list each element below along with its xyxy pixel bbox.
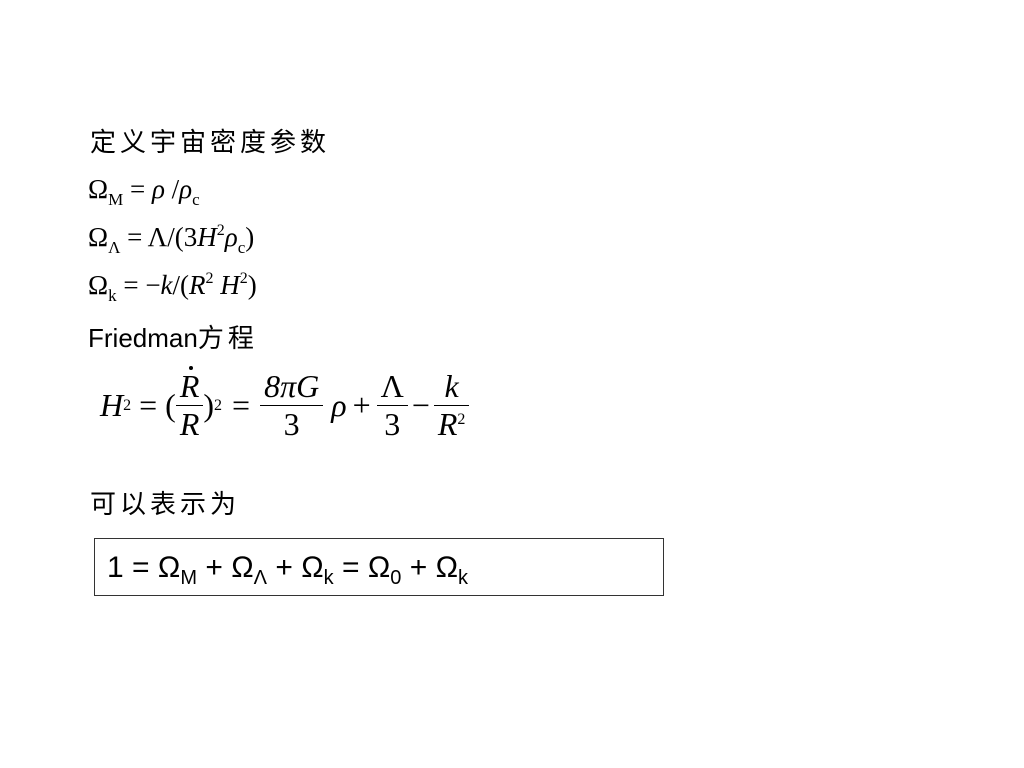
denominator-3: 3 (283, 406, 300, 442)
friedman-label: Friedman方程 (88, 318, 258, 355)
plus-sign: + (267, 551, 302, 584)
omega-symbol: Ω (367, 551, 391, 584)
exponent-2: 2 (214, 396, 223, 414)
density-sum-box: 1 = ΩM + ΩΛ + Ωk = Ω0 + Ωk (94, 538, 664, 596)
equals-sign: = (123, 270, 139, 300)
equals-sign: = (139, 387, 158, 423)
plus-sign: + (352, 387, 371, 423)
open-term: /(3 (167, 222, 198, 252)
slash: / (171, 174, 180, 204)
omega-m-equation: ΩM = ρ /ρc (88, 174, 200, 210)
equals-sign: = (123, 551, 158, 584)
close-paren: ) (247, 270, 257, 300)
rho-symbol: ρ (224, 222, 238, 252)
rho-symbol: ρ (151, 174, 165, 204)
numerator-8pig: 8πG (260, 368, 324, 406)
exponent-2: 2 (216, 222, 225, 239)
subscript-k: k (458, 567, 469, 589)
equals-sign: = (232, 387, 251, 423)
hubble-h: H (220, 270, 240, 300)
plus-sign: + (197, 551, 232, 584)
right-paren: ) (203, 387, 215, 423)
matter-fraction: 8πG 3 (260, 368, 324, 443)
friedman-label-latin: Friedman (88, 323, 198, 353)
numerator-k: k (433, 368, 470, 406)
denominator-r: R (179, 406, 200, 442)
omega-symbol: Ω (157, 551, 181, 584)
omega-symbol: Ω (435, 551, 459, 584)
omega-symbol: Ω (88, 222, 109, 252)
left-paren: ( (165, 387, 176, 423)
equals-sign: = (129, 174, 146, 204)
subscript-m: M (180, 567, 197, 589)
subscript-k: k (323, 567, 334, 589)
numerator-lambda: Λ (376, 368, 408, 406)
minus-sign: − (145, 270, 161, 300)
omega-lambda-equation: ΩΛ = Λ/(3H2ρc) (88, 222, 254, 258)
close-paren: ) (245, 222, 255, 252)
subscript-lambda: Λ (108, 238, 121, 257)
density-heading: 定义宇宙密度参数 (90, 128, 331, 158)
subscript-k: k (108, 286, 117, 305)
curvature-fraction: k R2 (433, 368, 470, 443)
equals-sign: = (333, 551, 368, 584)
rho-symbol: ρ (331, 387, 347, 423)
subscript-m: M (108, 190, 124, 209)
omega-k-equation: Ωk = −k/(R2 H2) (88, 270, 257, 306)
rdot-over-r-fraction: R R (175, 366, 204, 443)
exponent-2: 2 (239, 270, 248, 287)
exponent-2: 2 (457, 411, 466, 428)
omega-symbol: Ω (88, 174, 109, 204)
lambda-fraction: Λ 3 (376, 368, 408, 443)
plus-sign: + (401, 551, 436, 584)
r-dot: R (179, 366, 200, 404)
one: 1 (107, 551, 124, 584)
denominator-3: 3 (384, 406, 401, 442)
subscript-0: 0 (390, 567, 402, 589)
minus-sign: − (411, 387, 430, 423)
omega-symbol: Ω (231, 551, 254, 584)
denominator-r: R (437, 406, 458, 442)
exponent-2: 2 (205, 270, 214, 287)
scale-r: R (189, 270, 206, 300)
rho-c-symbol: ρ (179, 174, 193, 204)
friedman-label-cjk: 方程 (197, 324, 258, 354)
slash-paren: /( (172, 270, 190, 300)
hubble-h: H (197, 222, 217, 252)
lambda-symbol: Λ (147, 222, 168, 252)
curvature-k: k (160, 270, 173, 300)
subscript-c: c (192, 190, 200, 209)
expressed-heading: 可以表示为 (90, 490, 241, 520)
exponent-2: 2 (123, 396, 132, 414)
equals-sign: = (127, 222, 143, 252)
hubble-h: H (100, 387, 124, 423)
omega-symbol: Ω (301, 551, 324, 584)
subscript-lambda: Λ (253, 567, 267, 589)
subscript-c: c (237, 238, 246, 257)
omega-symbol: Ω (88, 270, 109, 300)
